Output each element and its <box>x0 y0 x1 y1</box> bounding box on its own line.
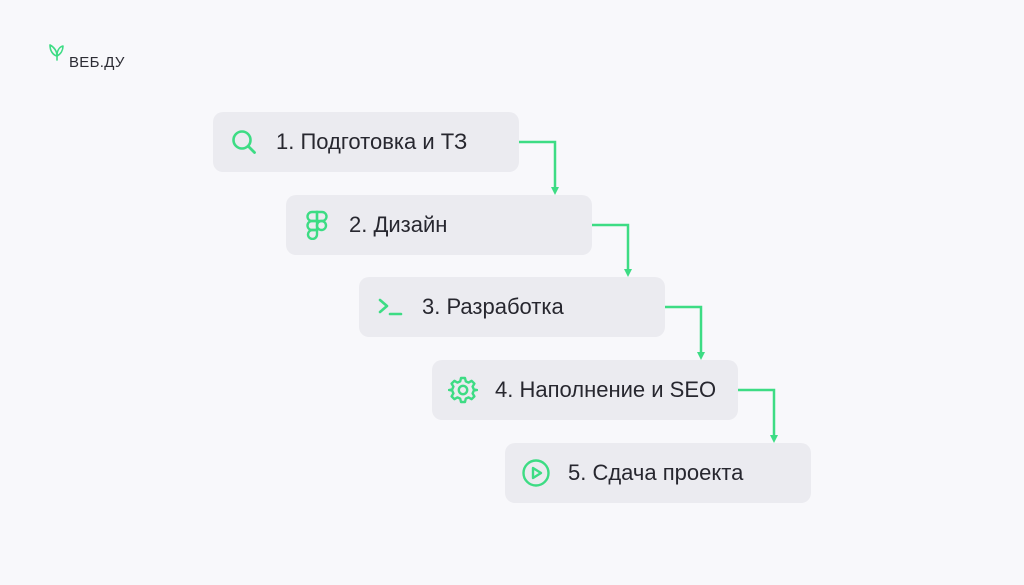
connector-3-4 <box>665 305 705 360</box>
step-label: 1. Подготовка и ТЗ <box>276 129 468 154</box>
connector-4-5 <box>738 388 778 443</box>
brand-name: ВЕБ.ДУ <box>69 54 125 71</box>
connector-1-2 <box>519 140 559 195</box>
step-label: 3. Разработка <box>422 294 564 319</box>
step-1-preparation: 1. Подготовка и ТЗ <box>213 112 519 172</box>
step-4-content-seo: 4. Наполнение и SEO <box>432 360 738 420</box>
brand-logo: ВЕБ.ДУ <box>46 42 166 72</box>
step-label: 2. Дизайн <box>349 212 448 237</box>
connector-2-3 <box>592 223 632 277</box>
figma-icon <box>302 210 332 240</box>
step-label: 4. Наполнение и SEO <box>495 377 717 402</box>
gear-icon <box>448 375 478 405</box>
play-circle-icon <box>521 458 551 488</box>
search-icon <box>229 127 259 157</box>
step-5-delivery: 5. Сдача проекта <box>505 443 811 503</box>
terminal-icon <box>375 292 405 322</box>
leaf-logo-icon <box>49 44 64 61</box>
step-2-design: 2. Дизайн <box>286 195 592 255</box>
step-3-development: 3. Разработка <box>359 277 665 337</box>
step-label: 5. Сдача проекта <box>568 460 744 485</box>
